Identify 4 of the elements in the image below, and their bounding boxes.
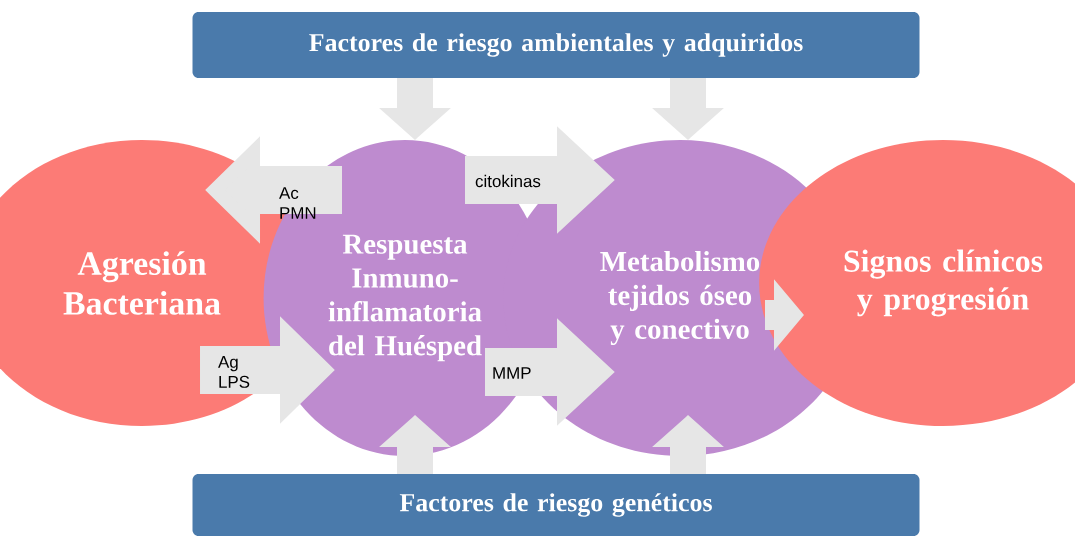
edge-label: Ac PMN (279, 187, 316, 219)
risk-factor-banner: Factores de riesgo ambientales y adquiridos (192, 12, 920, 78)
edge-label: Ag LPS (218, 356, 250, 388)
risk-factor-banner: Factores de riesgo genéticos (192, 474, 920, 536)
